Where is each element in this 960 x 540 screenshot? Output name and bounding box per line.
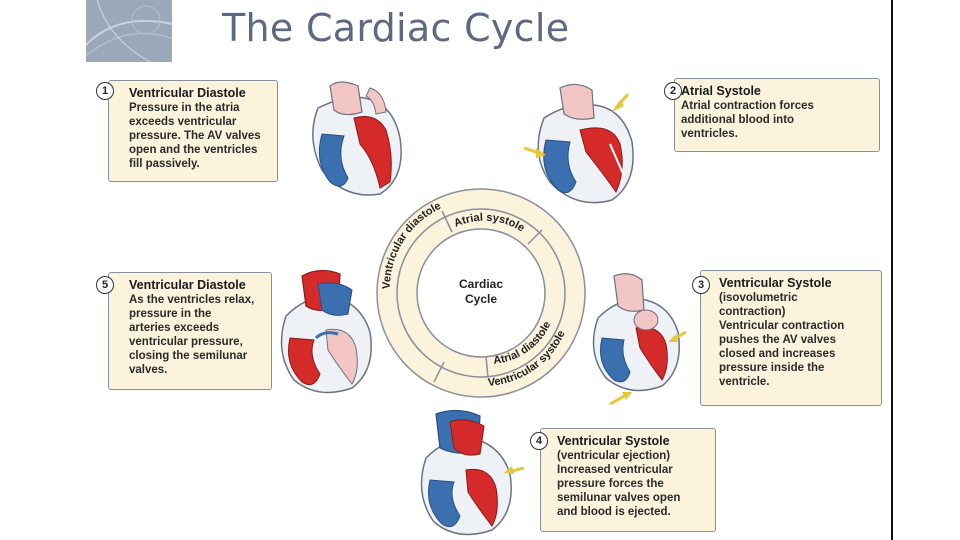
divider-line xyxy=(891,0,893,540)
heart-illustration-1 xyxy=(312,81,402,196)
step-number-badge: 1 xyxy=(96,82,114,100)
step-description: (isovolumetric contraction) Ventricular … xyxy=(719,292,845,388)
heart-illustration-5 xyxy=(280,269,372,394)
step-title: Atrial Systole xyxy=(681,84,761,98)
step-box-3: Ventricular Systole (isovolumetric contr… xyxy=(700,270,882,406)
step-box-1: Ventricular Diastole Pressure in the atr… xyxy=(108,80,278,182)
step-box-4: Ventricular Systole (ventricular ejectio… xyxy=(540,428,716,532)
step-title: Ventricular Diastole xyxy=(129,86,246,100)
corner-decoration xyxy=(86,0,172,62)
step-box-2: Atrial Systole Atrial contraction forces… xyxy=(674,78,880,152)
step-title: Ventricular Systole xyxy=(557,434,670,448)
cardiac-cycle-ring: Ventricular diastole Atrial systole Atri… xyxy=(376,188,586,398)
center-label-line-2: Cycle xyxy=(465,292,497,306)
step-description: (ventricular ejection) Increased ventric… xyxy=(557,450,681,518)
page-title: The Cardiac Cycle xyxy=(222,6,570,50)
step-title: Ventricular Diastole xyxy=(129,278,246,292)
step-number-badge: 5 xyxy=(96,276,114,294)
inner-circle xyxy=(416,228,546,358)
heart-illustration-2 xyxy=(523,83,634,204)
step-number-badge: 2 xyxy=(664,82,682,100)
step-description: Atrial contraction forces additional blo… xyxy=(681,100,814,140)
step-number-badge: 4 xyxy=(530,432,548,450)
center-label-line-1: Cardiac xyxy=(459,277,503,291)
heart-illustration-4 xyxy=(420,409,525,536)
step-description: As the ventricles relax, pressure in the… xyxy=(129,294,255,376)
step-description: Pressure in the atria exceeds ventricula… xyxy=(129,102,261,170)
step-box-5: Ventricular Diastole As the ventricles r… xyxy=(108,272,272,390)
step-title: Ventricular Systole xyxy=(719,276,832,290)
swirl-decoration-icon xyxy=(86,0,172,62)
step-number-badge: 3 xyxy=(692,276,710,294)
heart-illustration-3 xyxy=(592,273,687,406)
